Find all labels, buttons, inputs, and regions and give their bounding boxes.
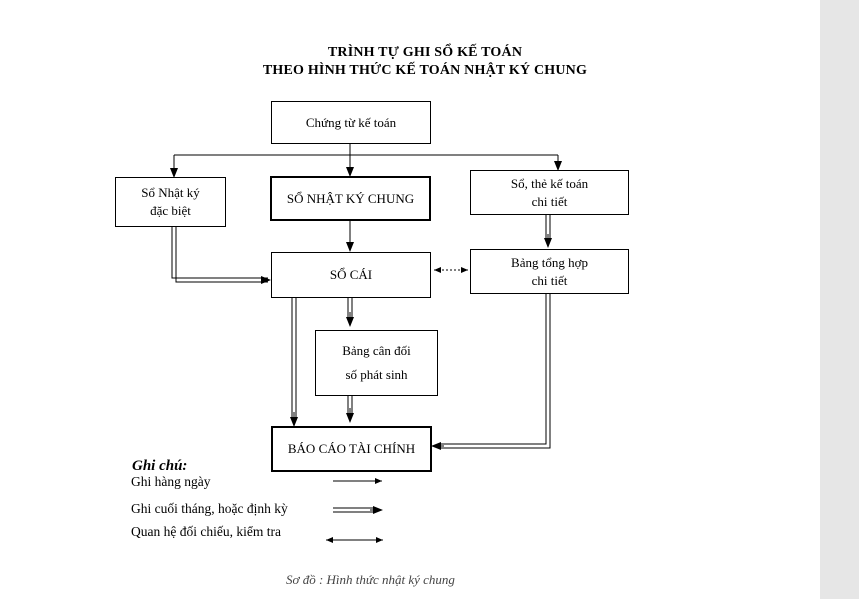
box-bao-cao-tai-chinh: BÁO CÁO TÀI CHÍNH [271,426,432,472]
double-arrow-bang-tong-hop-to-bctc [440,294,551,449]
legend-label-daily: Ghi hàng ngày [131,474,211,489]
double-arrow-nkdb-to-so-cai [171,227,268,283]
box-chung-tu-ke-toan: Chứng từ kế toán [271,101,431,144]
legend-double-arrow-sample [333,507,374,513]
double-arrow-bang-can-doi-to-bctc [347,396,353,414]
double-arrow-so-cai-to-bang-can-doi [347,298,353,318]
legend-title: Ghi chú: [132,458,188,474]
box-so-the-ke-toan-chi-tiet: Sổ, thẻ kế toán chi tiết [470,170,629,215]
legend-label-periodic: Ghi cuối tháng, hoặc định kỳ [131,501,288,516]
box-bang-can-doi-so-phat-sinh: Bảng cân đối số phát sinh [315,330,438,396]
diagram-title-line-2: THEO HÌNH THỨC KẾ TOÁN NHẬT KÝ CHUNG [262,63,588,78]
diagram-caption: Sơ đồ : Hình thức nhật ký chung [286,572,455,587]
diagram-title-line-1: TRÌNH TỰ GHI SỔ KẾ TOÁN [327,45,523,60]
box-so-nhat-ky-dac-biet: Sổ Nhật ký đặc biệt [115,177,226,227]
legend-label-crosscheck: Quan hệ đối chiếu, kiểm tra [131,524,281,539]
box-so-cai: SỔ CÁI [271,252,431,298]
double-arrow-so-cai-to-bctc [291,288,297,418]
box-so-nhat-ky-chung: SỔ NHẬT KÝ CHUNG [270,176,431,221]
box-bang-tong-hop-chi-tiet: Bảng tổng hợp chi tiết [470,249,629,294]
right-sidebar-panel [820,0,859,599]
double-arrow-the-to-bang-tong-hop [545,214,551,240]
